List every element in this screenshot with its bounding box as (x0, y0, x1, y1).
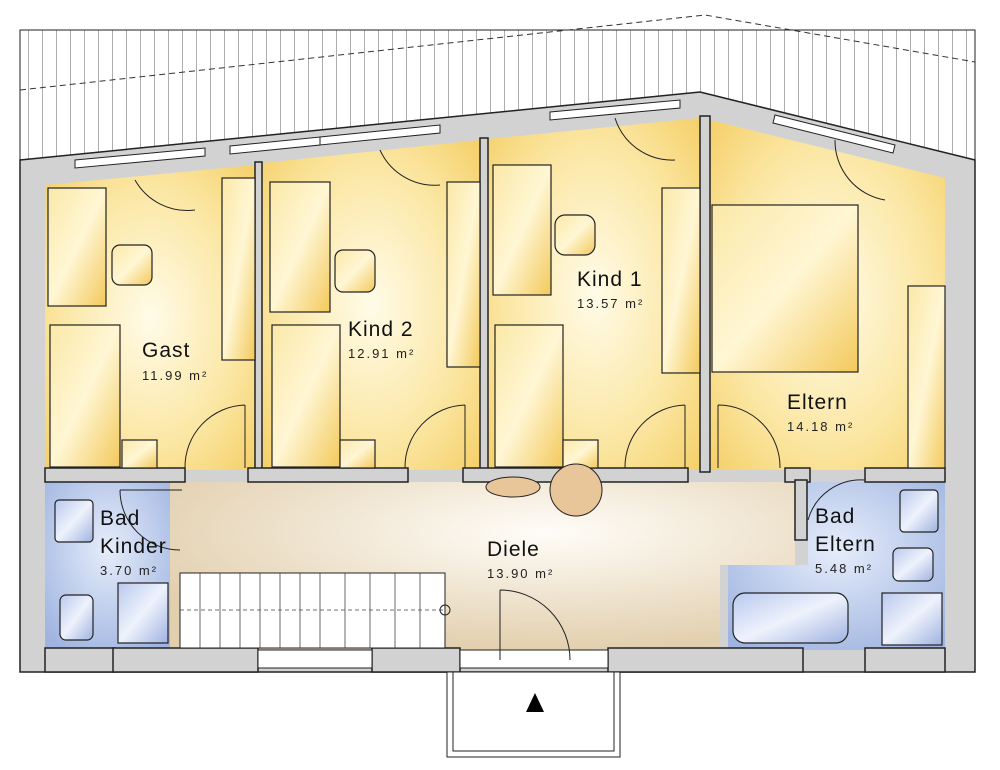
room-area-kind2: 12.91 m² (348, 346, 415, 361)
staircase (179, 572, 451, 649)
room-label-gast: Gast (142, 339, 190, 362)
room-area-gast: 11.99 m² (142, 368, 208, 383)
room-label-bad-kinder-1: Bad (100, 507, 140, 530)
room-label-eltern: Eltern (787, 391, 848, 414)
bathroom-fixtures (54, 489, 943, 646)
room-area-kind1: 13.57 m² (577, 296, 644, 311)
room-label-kind1: Kind 1 (577, 268, 643, 291)
room-label-bad-kinder-2: Kinder (100, 535, 167, 558)
room-area-bad-eltern: 5.48 m² (815, 561, 873, 576)
balcony (446, 671, 621, 758)
room-label-kind2: Kind 2 (348, 318, 414, 341)
room-area-bad-kinder: 3.70 m² (100, 563, 158, 578)
room-area-diele: 13.90 m² (487, 566, 554, 581)
north-arrow-icon (526, 693, 544, 712)
room-label-diele: Diele (487, 538, 540, 561)
room-label-bad-eltern-1: Bad (815, 505, 855, 528)
room-label-bad-eltern-2: Eltern (815, 533, 876, 556)
windows (74, 99, 896, 669)
furniture (47, 164, 946, 517)
room-area-eltern: 14.18 m² (787, 419, 854, 434)
doors (119, 117, 886, 661)
